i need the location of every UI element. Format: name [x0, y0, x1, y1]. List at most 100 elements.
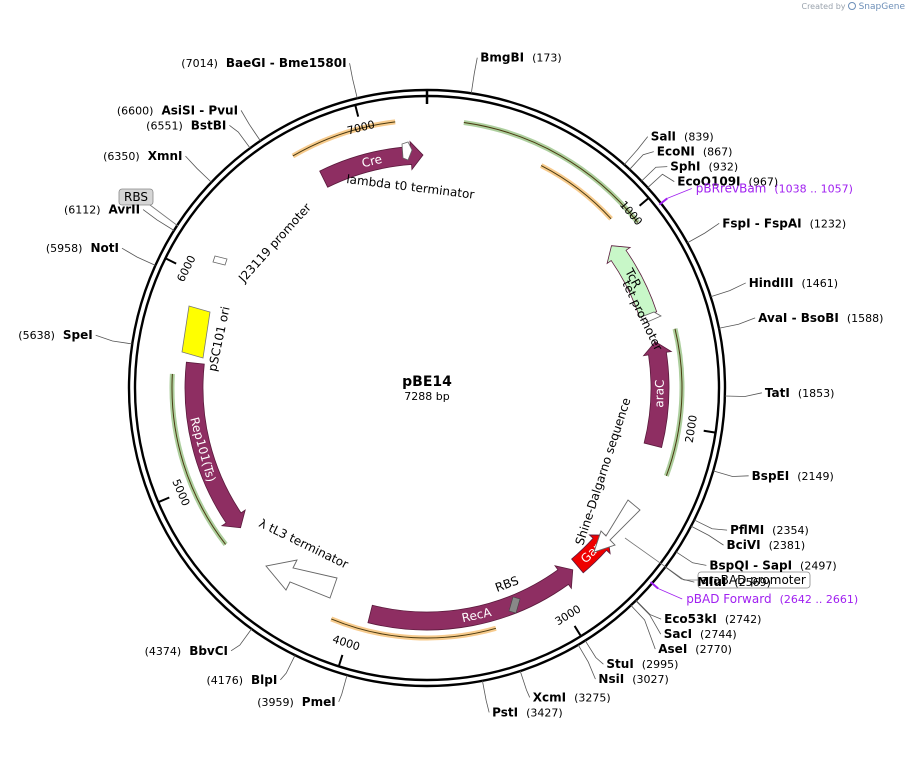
- tick-label-2000: 2000: [683, 414, 700, 444]
- site-leader-line: [142, 209, 175, 231]
- site-spei: (5638)SpeI: [18, 328, 133, 345]
- lambda-t0-terminator-shape: [401, 141, 413, 161]
- site-label: (7014)BaeGI - Bme1580I: [181, 56, 346, 70]
- site-avrii: (6112)AvrII: [64, 203, 175, 231]
- site-bcivi: BciVI(2381): [690, 525, 805, 552]
- site-hindiii: HindIII(1461): [710, 276, 838, 298]
- site-label: (5638)SpeI: [18, 328, 92, 342]
- site-label: EcoO109I(967): [677, 175, 778, 189]
- site-label: EcoNI(867): [657, 145, 733, 159]
- site-leader-line: [675, 551, 707, 566]
- feature-arac: [642, 341, 673, 448]
- snapgene-logo-icon: [848, 2, 857, 10]
- tick-4000: [337, 654, 344, 667]
- reca-band-core: [331, 618, 497, 639]
- rbs-callout-label: RBS: [124, 190, 148, 204]
- site-label: SalI(839): [651, 130, 714, 144]
- site-leader-line: [230, 628, 252, 652]
- site-label: (6112)AvrII: [64, 203, 140, 217]
- site-leader-line: [280, 655, 296, 681]
- site-label: PflMI(2354): [730, 523, 809, 537]
- feature-cre: [319, 140, 424, 188]
- site-bmgbi: BmgBI(173): [470, 51, 562, 94]
- site-label: (6350)XmnI: [103, 149, 182, 163]
- tick-3000: [573, 625, 582, 637]
- site-psti: PstI(3427): [482, 680, 563, 719]
- primer-label: pBRrevBam(1038 .. 1057): [696, 182, 853, 196]
- psc101-ori-shape: [181, 305, 211, 359]
- site-nsii: NsiI(3027): [577, 644, 669, 686]
- site-blpi: (4176)BlpI: [206, 655, 296, 687]
- site-leader-line: [710, 282, 746, 298]
- tcr-inner-band-core: [540, 165, 612, 220]
- tick-6000: [164, 257, 177, 265]
- site-xmni: (6350)XmnI: [103, 149, 212, 183]
- site-bspqi-sapi: BspQI - SapI(2497): [675, 551, 837, 572]
- site-leader-line: [349, 63, 358, 99]
- site-leader-line: [240, 110, 261, 142]
- site-leader-line: [629, 151, 654, 170]
- rbs-callout-box: [118, 188, 154, 206]
- site-xcmi: XcmI(3275): [519, 670, 611, 704]
- site-label: (4176)BlpI: [206, 673, 277, 687]
- site-bbvci: (4374)BbvCI: [145, 628, 252, 658]
- site-avai-bsobi: AvaI - BsoBI(1588): [718, 311, 883, 329]
- plasmid-size: 7288 bp: [404, 390, 449, 403]
- arac-band-core: [665, 328, 683, 477]
- site-label: SacI(2744): [664, 627, 737, 641]
- watermark-prefix: Created by: [801, 2, 846, 11]
- small-features: [181, 141, 662, 614]
- site-eco53ki: Eco53kI(2742): [635, 600, 761, 626]
- site-label: (6551)BstBI: [146, 118, 226, 132]
- site-bspei: BspEI(2149): [713, 469, 834, 483]
- tick-label-4000: 4000: [331, 633, 362, 654]
- tl3-label: λ tL3 terminator: [257, 516, 351, 571]
- rep-band-core: [171, 373, 227, 545]
- tick-label-1000: 1000: [617, 198, 645, 228]
- primer-pbrrevbam: pBRrevBam(1038 .. 1057): [658, 182, 853, 206]
- site-bstbi: (6551)BstBI: [146, 118, 251, 149]
- site-leader-line: [635, 600, 662, 620]
- j23119-promoter-shape: [212, 255, 228, 266]
- site-label: FspI - FspAI(1232): [722, 216, 846, 230]
- watermark: Created by SnapGene: [801, 2, 905, 12]
- site-leader-line: [121, 247, 156, 266]
- site-label: (4374)BbvCI: [145, 644, 228, 658]
- tick-2000: [703, 429, 716, 434]
- site-tati: TatI(1853): [724, 386, 834, 400]
- arabad-promoter-arrow: [593, 499, 641, 553]
- site-label: StuI(2995): [606, 657, 678, 671]
- primer-label: pBAD Forward(2642 .. 2661): [686, 592, 858, 606]
- site-fspi-fspai: FspI - FspAI(1232): [687, 216, 846, 244]
- primer-pbad-forward: pBAD Forward(2642 .. 2661): [649, 581, 858, 606]
- site-leader-line: [713, 470, 749, 477]
- tick-label-6000: 6000: [174, 253, 198, 284]
- site-label: BspQI - SapI(2497): [709, 558, 836, 572]
- primer-mark: [658, 197, 668, 206]
- site-leader-line: [95, 334, 133, 345]
- feature-rep101-ts: [184, 361, 246, 529]
- tick-7000: [354, 104, 360, 117]
- site-leader-line: [229, 125, 251, 149]
- annotation-arcs: [169, 119, 685, 641]
- site-label: (3959)PmeI: [257, 695, 335, 709]
- site-econi: EcoNI(867): [629, 145, 733, 170]
- site-leader-line: [584, 640, 604, 665]
- site-asisi-pvui: (6600)AsiSI - PvuI: [117, 103, 261, 142]
- site-leader-line: [185, 155, 212, 183]
- site-label: HindIII(1461): [749, 276, 838, 290]
- site-label: SphI(932): [670, 160, 738, 174]
- site-stui: StuI(2995): [584, 640, 678, 671]
- tcr-band-core: [463, 122, 639, 223]
- site-label: PstI(3427): [492, 705, 563, 719]
- tick-label-3000: 3000: [553, 602, 584, 628]
- site-leader-line: [647, 173, 675, 188]
- j23119-label: J23119 promoter: [235, 200, 314, 285]
- rbs-shape: [508, 596, 521, 614]
- tet-promoter-shape: [640, 311, 662, 324]
- lambda-t0-label: lambda t0 terminator: [346, 172, 476, 202]
- site-sphi: SphI(932): [641, 160, 738, 182]
- site-leader-line: [482, 680, 490, 713]
- site-label: MluI(2569): [697, 575, 771, 589]
